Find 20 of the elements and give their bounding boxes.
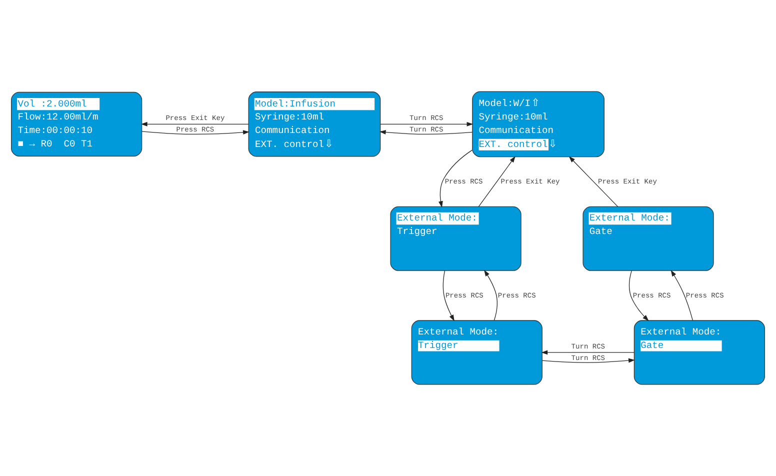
node-box: Model:W/I⇧ Syringe:10ml Communication EXT. control⇩ [472, 91, 604, 158]
arrow [380, 122, 474, 126]
node-box: External Mode: Trigger [411, 320, 542, 385]
arrow [670, 270, 694, 321]
arrow [379, 130, 473, 135]
arrow [568, 156, 618, 207]
node-box: External Mode: Gate [582, 206, 714, 271]
arrow [484, 270, 498, 321]
arrow [542, 358, 635, 363]
node-box: Model:Infusion Syringe:10ml Communication EXT. control⇩ [248, 92, 381, 157]
node-box: External Mode: Trigger [390, 206, 522, 271]
arrow [140, 122, 249, 126]
arrow [478, 156, 516, 207]
arrow [628, 270, 649, 322]
arrow [142, 130, 250, 135]
arrow [438, 150, 473, 208]
node-box: External Mode: Gate [634, 320, 765, 385]
arrow [541, 350, 634, 355]
arrow [442, 270, 454, 322]
node-box: Vol :2.000ml Flow:12.00ml/m Time:00:00:10 ■ → R0 C0 T1 [11, 92, 142, 156]
